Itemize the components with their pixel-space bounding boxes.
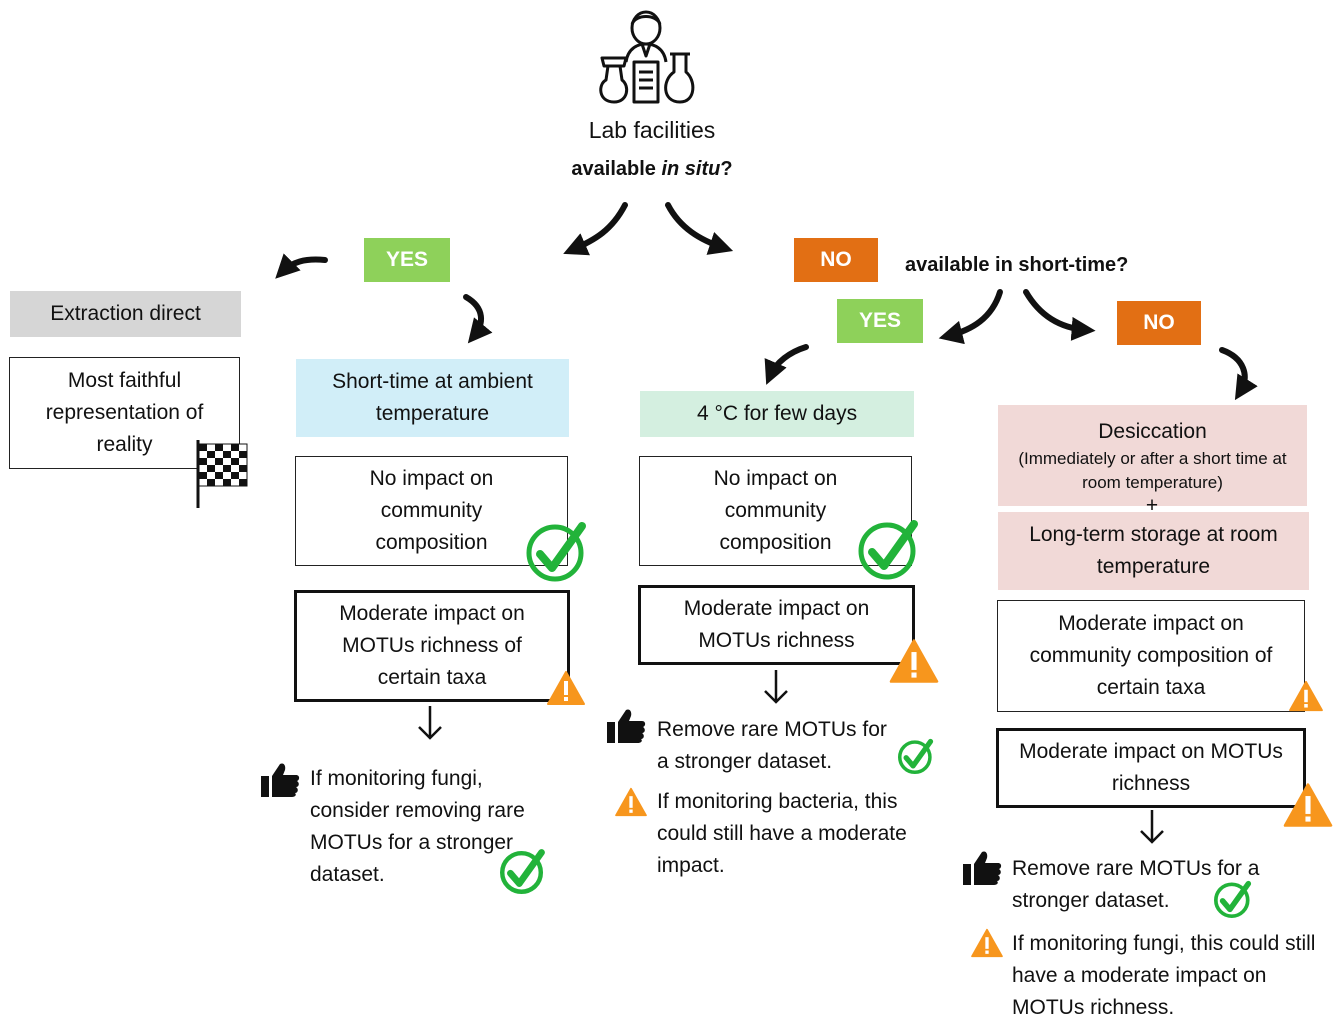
moderate-richness-box: Moderate impact on MOTUs richness — [996, 728, 1306, 808]
arrow-to-sub-no — [1023, 289, 1096, 341]
arrow-to-yes — [563, 202, 628, 256]
arrow-to-extraction — [275, 253, 328, 279]
check-icon — [500, 849, 545, 894]
desiccation-detail: (Immediately or after a short time at ro… — [1018, 448, 1287, 492]
sub-no-tag: NO — [1117, 301, 1201, 345]
short-time-question: available in short-time? — [905, 254, 1129, 276]
thumbs-up-icon — [261, 763, 300, 797]
long-term-storage-box: Long-term storage at room temperature — [998, 512, 1309, 590]
lab-scientist-icon — [599, 10, 695, 104]
down-arrow-1 — [418, 706, 442, 740]
arrow-to-no — [665, 202, 734, 255]
no-impact-box-2: No impact on community composition — [639, 456, 912, 566]
checkered-flag-icon — [196, 440, 248, 508]
warning-icon — [547, 671, 585, 705]
plus-sign: + — [1145, 494, 1159, 517]
yes-tag: YES — [364, 238, 450, 282]
no-tag: NO — [794, 238, 878, 282]
in-situ-question: available in situ? — [571, 158, 733, 180]
desiccation-box: Desiccation (Immediately or after a shor… — [998, 405, 1307, 506]
tip-text-1: If monitoring fungi, consider removing r… — [310, 767, 525, 886]
warning-text-2: If monitoring bacteria, this could still… — [657, 790, 907, 877]
moderate-composition-box: Moderate impact on community composition… — [997, 600, 1305, 712]
desiccation-title: Desiccation — [1098, 419, 1207, 443]
no-impact-box-1: No impact on community composition — [295, 456, 568, 566]
lab-facilities-title: Lab facilities — [588, 117, 716, 143]
check-icon — [1214, 880, 1252, 918]
check-icon — [898, 738, 934, 774]
arrow-to-short-time — [463, 294, 493, 344]
warning-icon — [1289, 680, 1323, 712]
warning-icon — [889, 639, 939, 683]
sub-yes-tag: YES — [837, 299, 923, 343]
down-arrow-2 — [764, 670, 788, 704]
most-faithful-box: Most faithful representation of reality — [9, 357, 240, 469]
moderate-impact-box-2: Moderate impact on MOTUs richness — [638, 585, 915, 665]
warning-icon — [1283, 783, 1333, 827]
arrow-to-sub-yes — [938, 289, 1003, 345]
tip-text-3: Remove rare MOTUs for a stronger dataset… — [1012, 857, 1260, 912]
warning-icon — [971, 928, 1003, 958]
moderate-impact-box-1: Moderate impact on MOTUs richness of cer… — [294, 590, 570, 702]
check-icon — [526, 522, 586, 582]
warning-text-3: If monitoring fungi, this could still ha… — [1012, 932, 1316, 1019]
down-arrow-3 — [1140, 810, 1164, 844]
warning-icon — [615, 787, 647, 817]
four-degrees-box: 4 °C for few days — [640, 391, 914, 437]
arrow-to-desiccation — [1219, 347, 1258, 401]
extraction-direct-box: Extraction direct — [10, 291, 241, 337]
check-icon — [858, 520, 918, 580]
short-time-ambient-box: Short-time at ambient temperature — [296, 359, 569, 437]
arrow-to-4c — [764, 344, 809, 385]
tip-text-2: Remove rare MOTUs for a stronger dataset… — [657, 718, 887, 773]
thumbs-up-icon — [607, 709, 646, 743]
thumbs-up-icon — [963, 851, 1002, 885]
